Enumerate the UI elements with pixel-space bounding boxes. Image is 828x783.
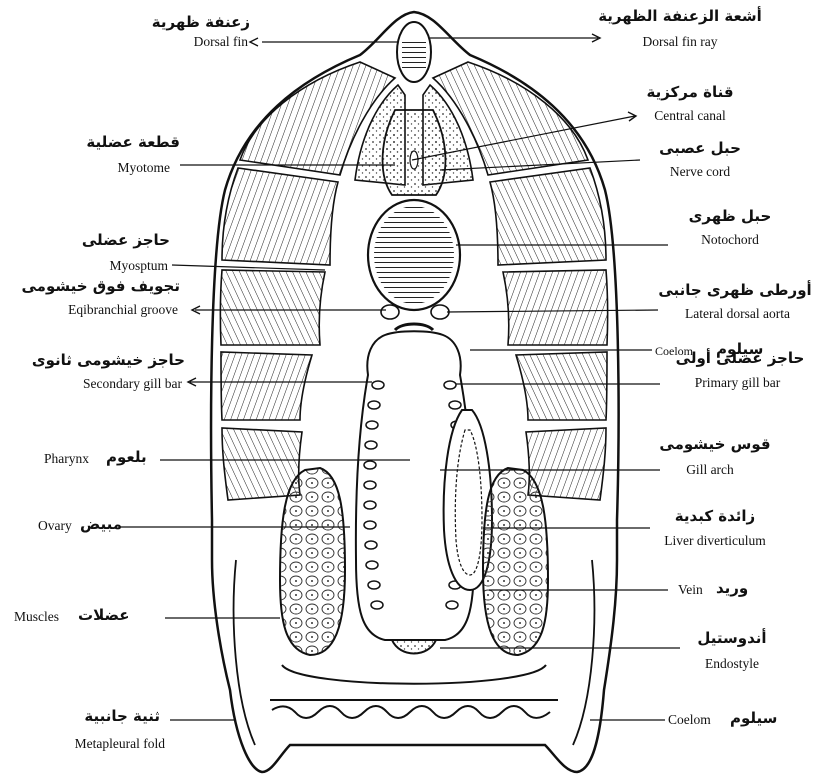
ventral-floor xyxy=(270,665,558,718)
liver-diverticulum-label-ar: زائدة كبدية xyxy=(645,508,785,524)
dorsal-fin-ray-label-ar: أشعة الزعنفة الظهرية xyxy=(580,8,780,24)
dorsal-fin-label-en: Dorsal fin xyxy=(120,34,248,50)
notochord-label-en: Notochord xyxy=(670,232,790,248)
eqibranchial-groove-label-en: Eqibranchial groove xyxy=(0,302,178,318)
eqibranchial-groove-label-ar: تجويف فوق خيشومى xyxy=(0,278,180,294)
pharynx-label-ar: بلعوم xyxy=(106,449,160,465)
ovary-label-ar: مبيض xyxy=(80,516,140,532)
notochord xyxy=(368,200,460,310)
endostyle xyxy=(392,640,436,654)
coelom-lower-label-ar: سيلوم xyxy=(730,710,790,726)
nerve-cord xyxy=(383,110,446,195)
gill-arch-label-ar: قوس خيشومى xyxy=(655,436,775,452)
nerve-cord-label-ar: حبل عصبى xyxy=(640,140,760,156)
secondary-gill-bar-label-en: Secondary gill bar xyxy=(0,376,182,392)
vein-label-en: Vein xyxy=(678,582,712,598)
ovary-label-en: Ovary xyxy=(38,518,78,534)
vein-label-ar: وريد xyxy=(716,580,776,596)
metapleural-fold-label-en: Metapleural fold xyxy=(0,736,165,752)
liver-diverticulum-label-en: Liver diverticulum xyxy=(640,533,790,549)
muscles-label-en: Muscles xyxy=(14,609,76,625)
myotome-label-ar: قطعة عضلية xyxy=(60,134,180,150)
central-canal-label-en: Central canal xyxy=(630,108,750,124)
metapleural-fold-label-ar: ثنية جانبية xyxy=(20,708,160,724)
endostyle-label-ar: أندوستيل xyxy=(682,630,782,646)
nerve-cord-label-en: Nerve cord xyxy=(640,164,760,180)
myosptum-label-en: Myosptum xyxy=(50,258,168,274)
muscles-label-ar: عضلات xyxy=(78,607,158,623)
dorsal-fin-ray xyxy=(397,22,431,82)
pharynx-label-en: Pharynx xyxy=(44,451,104,467)
primary-gill-bar-label-en: Primary gill bar xyxy=(660,375,815,391)
secondary-gill-bar-label-ar: حاجز خيشومى ثانوى xyxy=(0,352,185,368)
dorsal-fin-label-ar: زعنفة ظهرية xyxy=(120,14,250,30)
dorsal-fin-ray-label-en: Dorsal fin ray xyxy=(600,34,760,50)
myosptum-label-ar: حاجز عضلى xyxy=(50,232,170,248)
lateral-dorsal-aorta-label-en: Lateral dorsal aorta xyxy=(655,306,820,322)
notochord-label-ar: حبل ظهرى xyxy=(670,208,790,224)
central-canal-label-ar: قناة مركزية xyxy=(630,84,750,100)
gill-arch-label-en: Gill arch xyxy=(655,462,765,478)
endostyle-label-en: Endostyle xyxy=(682,656,782,672)
myotome-label-en: Myotome xyxy=(60,160,170,176)
coelom-lower-label-en: Coelom xyxy=(668,712,728,728)
lateral-dorsal-aorta-label-ar: أورطى ظهرى جانبى xyxy=(650,282,820,298)
primary-gill-bar-label-ar: حاجز عضلى أولى xyxy=(655,350,825,366)
